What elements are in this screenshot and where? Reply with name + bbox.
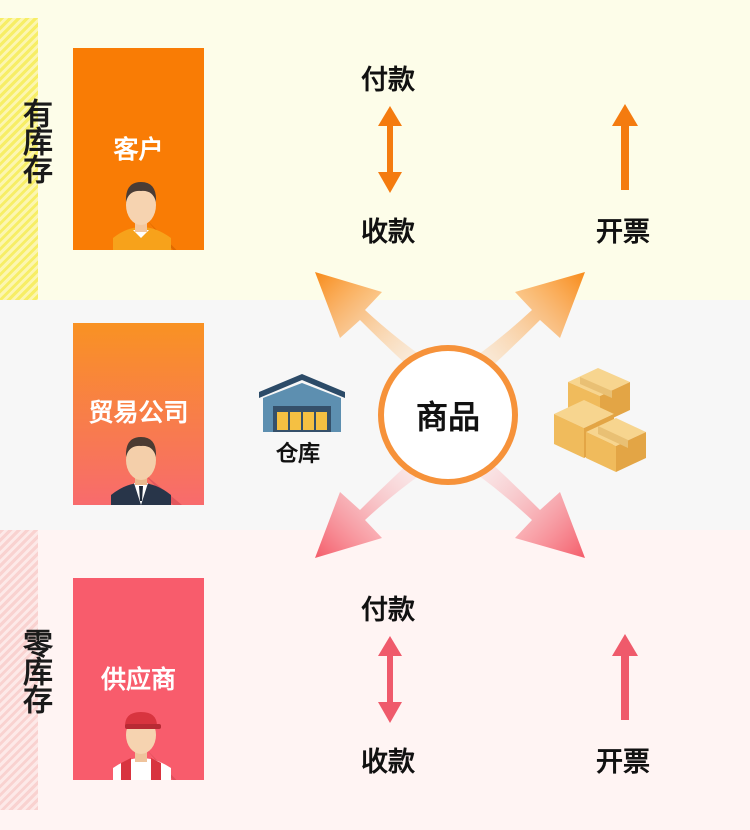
top-receipt-label: 收款 bbox=[361, 217, 415, 248]
bottom-invoice-arrow bbox=[612, 634, 638, 720]
arrow-bottom-right bbox=[478, 462, 585, 558]
supplier-card: 供应商 bbox=[73, 578, 204, 780]
zero-inventory-stripe bbox=[0, 530, 38, 810]
warehouse-icon bbox=[259, 374, 345, 432]
bottom-receipt-label: 收款 bbox=[361, 747, 415, 778]
warehouse-label: 仓库 bbox=[276, 442, 321, 467]
worker-icon bbox=[113, 712, 204, 780]
top-invoice-arrow bbox=[612, 104, 638, 190]
bottom-payment-label: 付款 bbox=[361, 595, 415, 626]
arrow-bottom-left bbox=[315, 462, 420, 558]
zero-inventory-label: 零库存 bbox=[17, 628, 52, 712]
goods-circle: 商品 bbox=[378, 345, 518, 485]
with-inventory-label: 有库存 bbox=[17, 98, 52, 182]
supplier-label: 供应商 bbox=[100, 665, 176, 694]
goods-label: 商品 bbox=[415, 398, 480, 436]
boxes-icon bbox=[554, 368, 646, 472]
trading-company-card: 贸易公司 bbox=[73, 323, 204, 505]
trading-company-label: 贸易公司 bbox=[88, 398, 189, 427]
arrow-top-left bbox=[315, 272, 420, 368]
top-double-arrow bbox=[378, 106, 402, 193]
customer-person-icon bbox=[113, 182, 204, 250]
with-inventory-stripe bbox=[0, 18, 38, 300]
customer-card: 客户 bbox=[73, 48, 204, 250]
arrow-top-right bbox=[478, 272, 585, 368]
customer-label: 客户 bbox=[113, 135, 164, 164]
top-invoice-label: 开票 bbox=[596, 217, 650, 248]
bottom-invoice-label: 开票 bbox=[596, 747, 650, 778]
bottom-double-arrow bbox=[378, 636, 402, 723]
top-payment-label: 付款 bbox=[361, 65, 415, 96]
businessman-icon bbox=[111, 437, 204, 505]
